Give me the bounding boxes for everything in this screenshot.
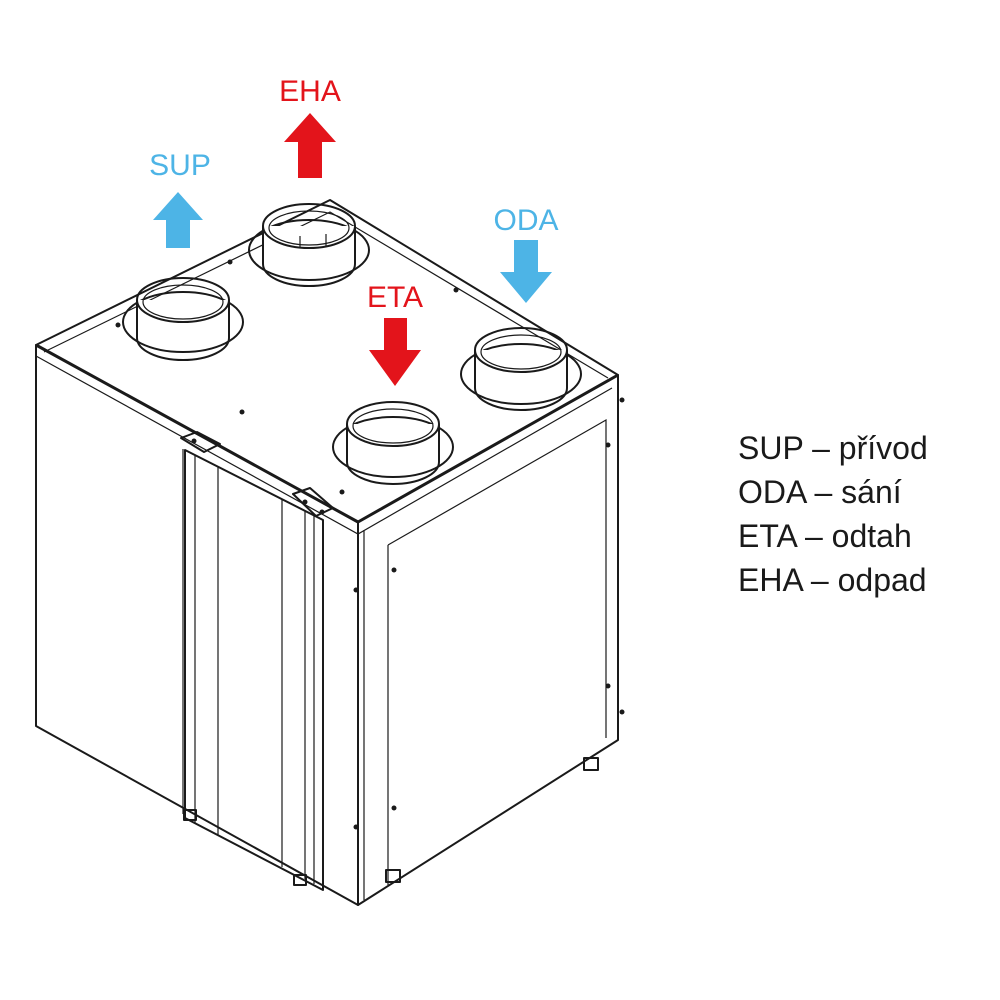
arrow-up-icon <box>284 113 336 178</box>
unit-left-face <box>35 344 359 906</box>
arrow-down-icon <box>500 240 552 303</box>
ventilation-unit <box>35 199 625 906</box>
legend-item-sup: SUP – přívod <box>738 430 928 466</box>
flow-eta: ETA <box>367 281 423 386</box>
service-door-panel <box>180 431 334 891</box>
flow-label-sup: SUP <box>149 149 211 182</box>
unit-foot <box>385 869 401 883</box>
duct-collar-eha <box>248 203 370 287</box>
duct-collar-sup <box>122 277 244 361</box>
unit-foot <box>583 757 599 771</box>
legend-item-eha: EHA – odpad <box>738 562 927 598</box>
legend-item-oda: ODA – sání <box>738 474 902 510</box>
duct-collar-eta <box>332 401 454 485</box>
legend-item-eta: ETA – odtah <box>738 518 912 554</box>
unit-foot <box>293 874 307 886</box>
flow-eha: EHA <box>279 75 341 178</box>
arrow-down-icon <box>369 318 421 386</box>
flow-label-oda: ODA <box>493 204 558 237</box>
flow-label-eta: ETA <box>367 281 423 314</box>
flow-sup: SUP <box>149 149 211 248</box>
arrow-up-icon <box>153 192 203 248</box>
flow-legend: SUP – přívod ODA – sání ETA – odtah EHA … <box>738 426 928 602</box>
flow-label-eha: EHA <box>279 75 341 108</box>
flow-oda: ODA <box>493 204 559 303</box>
duct-collar-oda <box>460 327 582 411</box>
unit-foot <box>183 809 197 821</box>
